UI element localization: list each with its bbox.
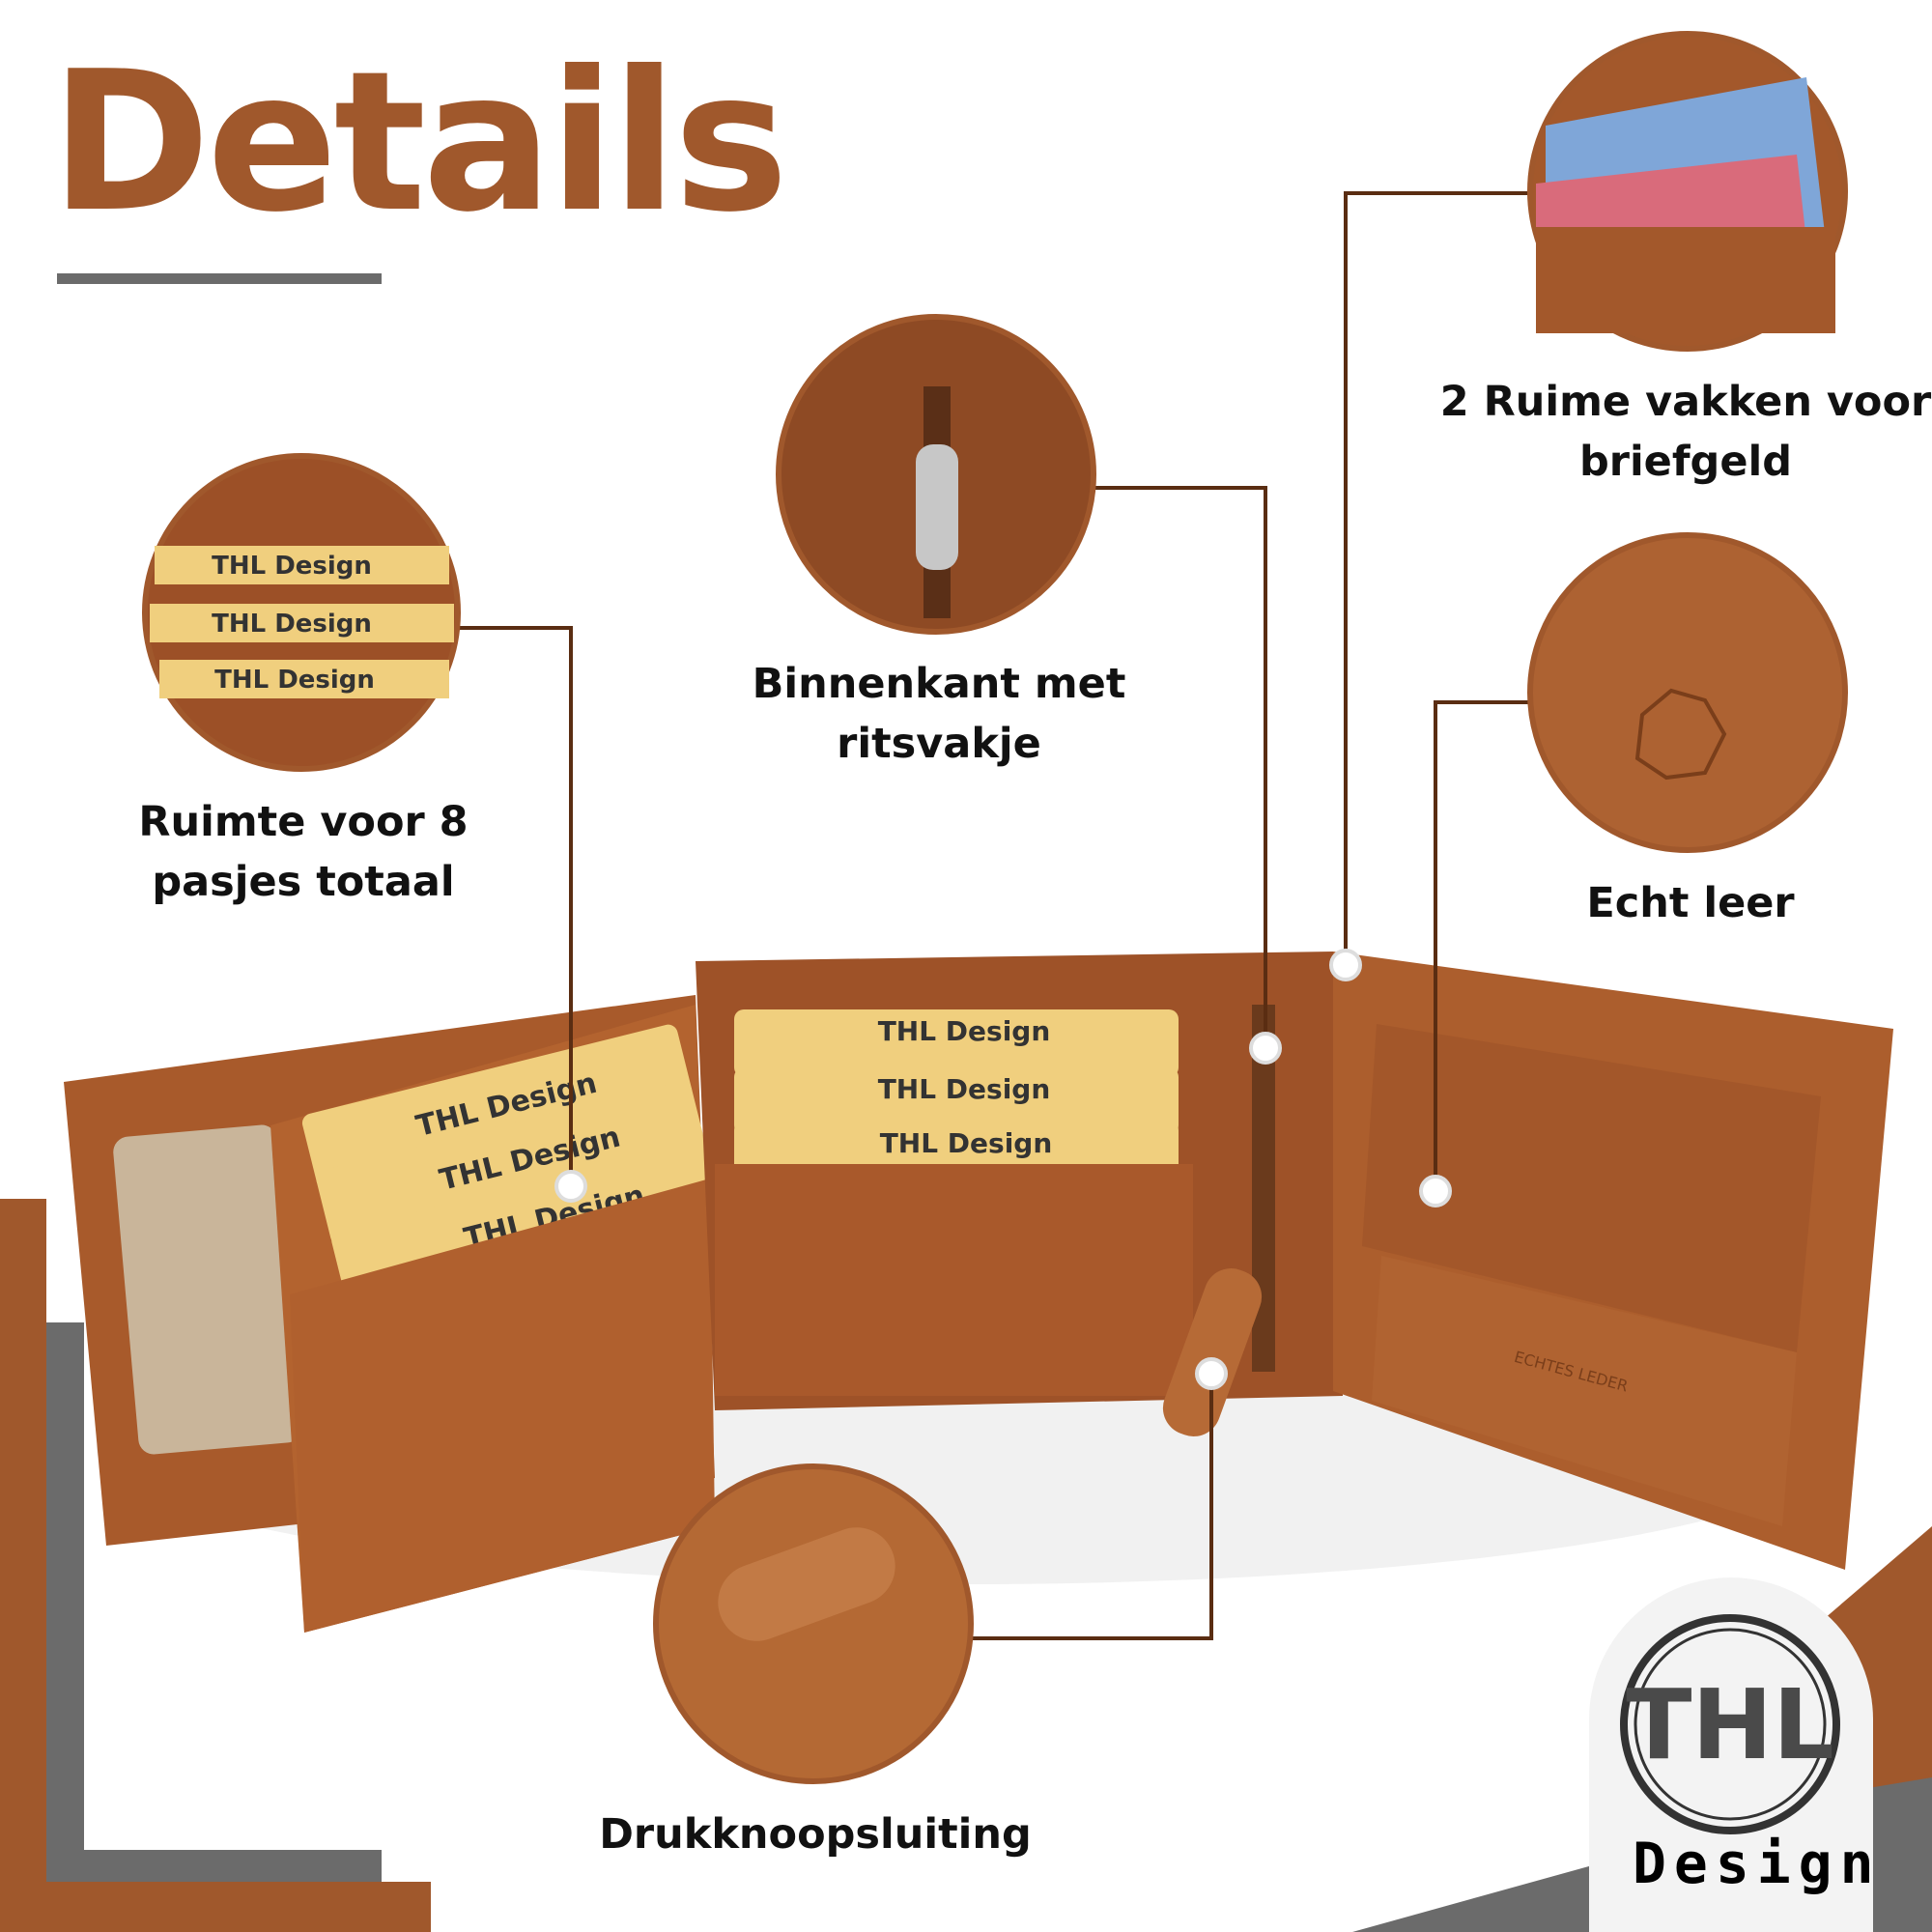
hotspot-leather: [1419, 1175, 1452, 1208]
bg-brown-bar: [0, 1199, 46, 1932]
label-line: Drukknoopsluiting: [599, 1810, 1032, 1859]
label-line: ritsvakje: [837, 720, 1041, 768]
feature-label-cards: Ruimte voor 8 pasjes totaal: [138, 792, 468, 912]
card-label: THL Design: [878, 1073, 1051, 1105]
label-line: Binnenkant met: [752, 660, 1126, 708]
feature-label-zipper: Binnenkant met ritsvakje: [753, 654, 1126, 774]
wallet-image: THL Design THL Design THL Design THL Des…: [64, 952, 1893, 1633]
svg-text:THL Design: THL Design: [214, 666, 375, 695]
snap-detail-circle: [653, 1463, 974, 1784]
bg-brown-base: [0, 1882, 431, 1932]
hotspot-snap: [1195, 1357, 1228, 1390]
label-line: Echt leer: [1586, 879, 1795, 927]
page-title: Details: [50, 30, 788, 255]
connector-lines: [458, 191, 1531, 1640]
label-line: briefgeld: [1578, 438, 1793, 486]
logo-wordmark: Design: [1633, 1831, 1882, 1896]
feature-label-leather: Echt leer: [1586, 873, 1794, 933]
bills-detail-contents: [1536, 77, 1835, 333]
hotspot-zipper: [1249, 1032, 1282, 1065]
hotspot-cards: [554, 1170, 587, 1203]
card-label: THL Design: [878, 1015, 1051, 1047]
bg-brown-corner: [1797, 1526, 1932, 1797]
logo-panel: [1589, 1577, 1873, 1932]
label-line: 2 Ruime vakken voor: [1439, 378, 1932, 426]
bg-gray-bar: [46, 1322, 84, 1882]
leather-stamp-icon: [1634, 688, 1727, 781]
card-label: THL Design: [880, 1127, 1053, 1159]
label-line: pasjes totaal: [152, 858, 455, 906]
svg-text:THL Design: THL Design: [212, 552, 372, 581]
title-underline: [57, 273, 382, 284]
cards-detail-contents: THL Design THL Design THL Design: [150, 546, 454, 698]
hotspot-dots: [554, 949, 1452, 1390]
leather-detail-circle: [1527, 532, 1848, 853]
brand-logo: THL: [1620, 1614, 1840, 1834]
label-line: Ruimte voor 8: [138, 798, 469, 846]
zipper-detail-contents: [916, 386, 958, 618]
feature-label-bills: 2 Ruime vakken voor briefgeld: [1440, 372, 1931, 492]
logo-mark: THL: [1626, 1668, 1834, 1781]
hotspot-bills: [1329, 949, 1362, 981]
svg-text:THL Design: THL Design: [212, 610, 372, 639]
snap-detail-contents: [718, 1527, 895, 1641]
feature-label-snap: Drukknoopsluiting: [599, 1804, 1032, 1864]
bg-gray-base: [46, 1850, 382, 1882]
